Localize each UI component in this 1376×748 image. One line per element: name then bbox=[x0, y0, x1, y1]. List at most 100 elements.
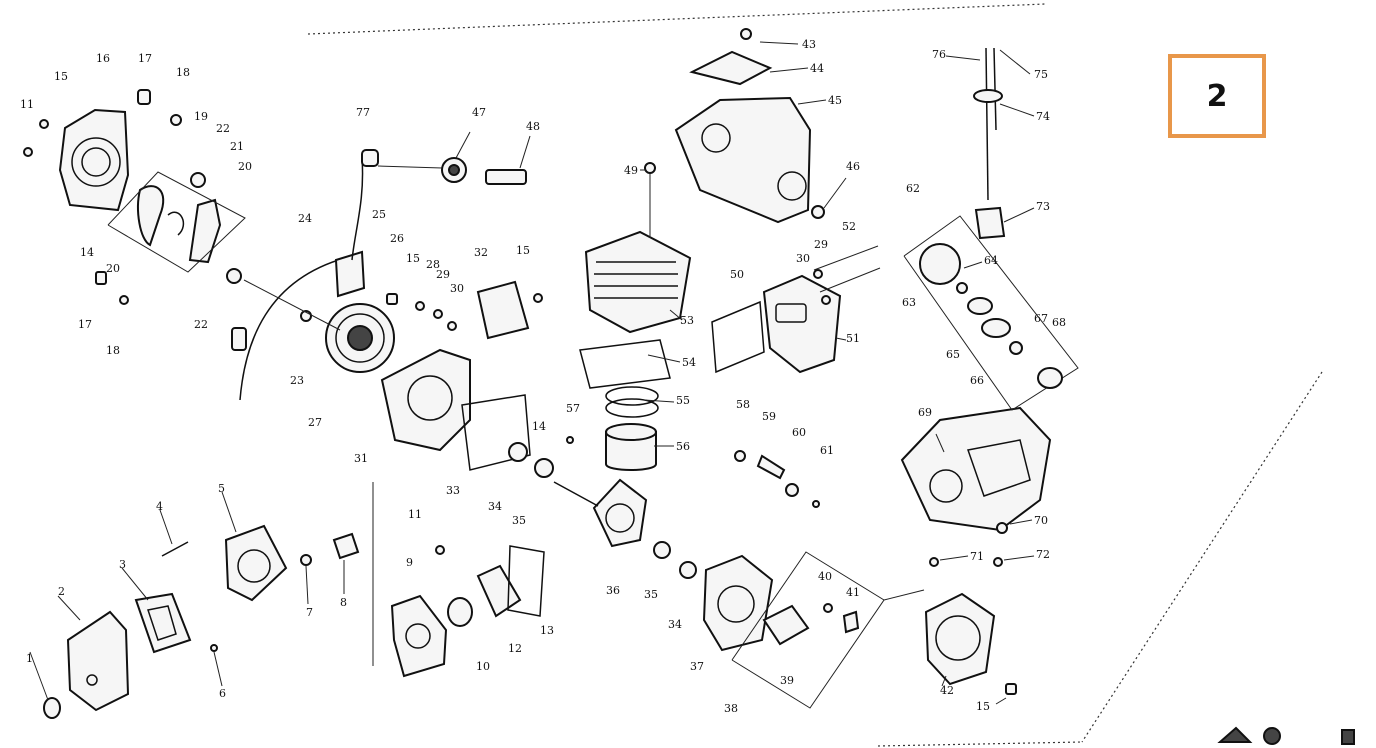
callout-71: 71 bbox=[970, 550, 984, 563]
callout-labels: 1 2 3 4 5 6 7 8 9 10 11 11 12 13 14 14 1… bbox=[20, 38, 1066, 715]
callout-5: 5 bbox=[218, 482, 225, 495]
callout-53: 53 bbox=[680, 314, 694, 327]
callout-69: 69 bbox=[918, 406, 932, 419]
callout-38: 38 bbox=[724, 702, 738, 715]
callout-47: 47 bbox=[472, 106, 486, 119]
callout-64: 64 bbox=[984, 254, 998, 267]
callout-30b: 30 bbox=[796, 252, 810, 265]
callout-22b: 22 bbox=[194, 318, 208, 331]
callout-59: 59 bbox=[762, 410, 776, 423]
crankcase-right bbox=[702, 551, 885, 709]
callout-45: 45 bbox=[828, 94, 842, 107]
callout-37: 37 bbox=[690, 660, 704, 673]
fuel-cap-assembly bbox=[903, 215, 1079, 411]
callout-44: 44 bbox=[810, 62, 824, 75]
callout-29b: 29 bbox=[814, 238, 828, 251]
callout-54: 54 bbox=[682, 356, 696, 369]
callout-51: 51 bbox=[846, 332, 860, 345]
callout-6: 6 bbox=[219, 687, 226, 700]
muffler-assembly bbox=[711, 245, 881, 374]
callout-32: 32 bbox=[474, 246, 488, 259]
callout-18b: 18 bbox=[106, 344, 120, 357]
callout-77: 77 bbox=[356, 106, 370, 119]
callout-25: 25 bbox=[372, 208, 386, 221]
callout-62: 62 bbox=[906, 182, 920, 195]
callout-39: 39 bbox=[780, 674, 794, 687]
callout-23: 23 bbox=[290, 374, 304, 387]
callout-70: 70 bbox=[1034, 514, 1048, 527]
callout-12: 12 bbox=[508, 642, 522, 655]
callout-30a: 30 bbox=[450, 282, 464, 295]
air-filter-assembly bbox=[43, 524, 360, 719]
crankshaft-assembly bbox=[553, 478, 697, 579]
callout-14b: 14 bbox=[532, 420, 546, 433]
callout-3: 3 bbox=[119, 558, 126, 571]
callout-21: 21 bbox=[230, 140, 244, 153]
sheet-number: 2 bbox=[1206, 78, 1228, 114]
callout-9: 9 bbox=[406, 556, 413, 569]
callout-4: 4 bbox=[156, 500, 163, 513]
callout-19: 19 bbox=[194, 110, 208, 123]
callout-10: 10 bbox=[476, 660, 490, 673]
callout-29a: 29 bbox=[436, 268, 450, 281]
callout-16: 16 bbox=[96, 52, 110, 65]
callout-8: 8 bbox=[340, 596, 347, 609]
callout-2: 2 bbox=[58, 585, 65, 598]
leader-lines bbox=[29, 41, 1035, 705]
callout-18a: 18 bbox=[176, 66, 190, 79]
fuel-tank-assembly bbox=[900, 406, 1052, 567]
callout-55: 55 bbox=[676, 394, 690, 407]
callout-72: 72 bbox=[1036, 548, 1050, 561]
piston-pin-parts bbox=[566, 436, 820, 508]
callout-57: 57 bbox=[566, 402, 580, 415]
callout-22a: 22 bbox=[216, 122, 230, 135]
callout-15c: 15 bbox=[516, 244, 530, 257]
callout-67: 67 bbox=[1034, 312, 1048, 325]
callout-27: 27 bbox=[308, 416, 322, 429]
callout-60: 60 bbox=[792, 426, 806, 439]
callout-14a: 14 bbox=[80, 246, 94, 259]
callout-48: 48 bbox=[526, 120, 540, 133]
callout-65: 65 bbox=[946, 348, 960, 361]
callout-11b: 11 bbox=[408, 508, 422, 521]
callout-15d: 15 bbox=[976, 700, 990, 713]
sheet-border bbox=[307, 3, 1323, 747]
callout-15a: 15 bbox=[54, 70, 68, 83]
callout-15b: 15 bbox=[406, 252, 420, 265]
callout-35b: 35 bbox=[644, 588, 658, 601]
callout-33: 33 bbox=[446, 484, 460, 497]
clutch-housing bbox=[883, 589, 1017, 695]
callout-34a: 34 bbox=[488, 500, 502, 513]
callout-17b: 17 bbox=[78, 318, 92, 331]
callout-61: 61 bbox=[820, 444, 834, 457]
callout-36: 36 bbox=[606, 584, 620, 597]
callout-17a: 17 bbox=[138, 52, 152, 65]
callout-68: 68 bbox=[1052, 316, 1066, 329]
callout-49: 49 bbox=[624, 164, 638, 177]
carburetor-assembly bbox=[372, 482, 545, 678]
callout-56: 56 bbox=[676, 440, 690, 453]
callout-20a: 20 bbox=[238, 160, 252, 173]
fuel-line-filter bbox=[973, 47, 1006, 240]
callout-63: 63 bbox=[902, 296, 916, 309]
callout-73: 73 bbox=[1036, 200, 1050, 213]
cropped-thumbnail bbox=[1217, 726, 1355, 745]
callout-43: 43 bbox=[802, 38, 816, 51]
callout-1: 1 bbox=[26, 652, 33, 665]
ignition-flywheel-assembly bbox=[231, 149, 398, 401]
callout-41: 41 bbox=[846, 586, 860, 599]
cylinder-assembly bbox=[441, 28, 825, 471]
callout-34b: 34 bbox=[668, 618, 682, 631]
callout-24: 24 bbox=[298, 212, 312, 225]
callout-28: 28 bbox=[426, 258, 440, 271]
callout-11a: 11 bbox=[20, 98, 34, 111]
starter-housing-assembly bbox=[23, 89, 246, 305]
callout-66: 66 bbox=[970, 374, 984, 387]
callout-20b: 20 bbox=[106, 262, 120, 275]
callout-52: 52 bbox=[842, 220, 856, 233]
callout-75: 75 bbox=[1034, 68, 1048, 81]
crankcase-left bbox=[380, 280, 554, 478]
callout-76: 76 bbox=[932, 48, 946, 61]
